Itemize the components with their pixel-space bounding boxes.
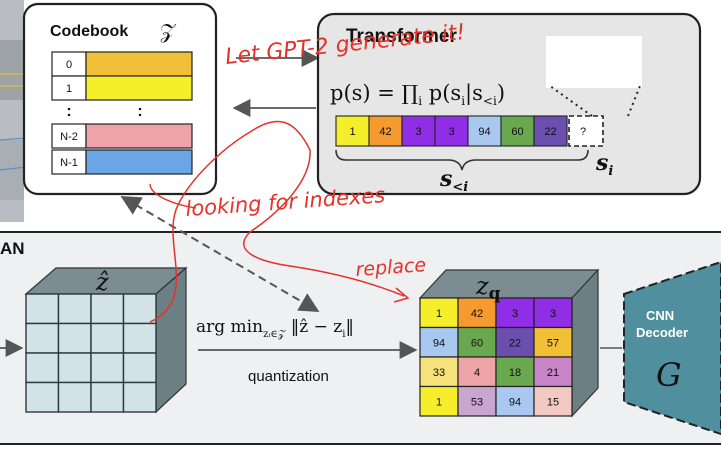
zq-cell xyxy=(419,297,459,329)
red-scribble-arrowhead xyxy=(393,287,410,303)
vqgan-panel: AN ẑ arg minzᵢ∈𝒵 ‖ẑ − zi‖ quantization 1… xyxy=(0,231,721,445)
zhat-cell xyxy=(122,293,157,325)
zhat-label: ẑ xyxy=(95,268,109,296)
codebook-index-label: N-2 xyxy=(60,131,78,143)
zhat-cell xyxy=(122,322,157,354)
transformer-title: Transformer xyxy=(346,26,457,47)
decoder-label-decoder: Decoder xyxy=(636,325,688,340)
zq-cell xyxy=(419,385,459,417)
codebook-vector xyxy=(85,123,193,149)
token-value: 60 xyxy=(511,126,523,138)
zhat-cell xyxy=(25,293,60,325)
zq-cell xyxy=(495,356,535,388)
zq-cell-value: 94 xyxy=(433,338,445,350)
codebook-index-label: 1 xyxy=(66,83,72,95)
zhat-cell xyxy=(25,352,60,384)
cnn-decoder: CNN Decoder G xyxy=(623,260,721,436)
codebook-index-cell xyxy=(51,123,87,149)
zq-cell xyxy=(457,326,497,358)
argmin-formula: arg minzᵢ∈𝒵 ‖ẑ − zi‖ xyxy=(196,317,354,340)
codebook-vector xyxy=(85,149,193,175)
codebook-panel: Codebook 𝒵 01N-2N-1:: xyxy=(22,2,218,196)
codebook-index-label: N-1 xyxy=(60,157,78,169)
transformer-formula: p(s) = ∏i p(si|s<i) xyxy=(330,81,505,108)
zhat-cell xyxy=(90,381,125,413)
zq-cell xyxy=(495,385,535,417)
zq-cell xyxy=(457,385,497,417)
decoder-label-cnn: CNN xyxy=(646,308,674,323)
zq-cell-value: 3 xyxy=(550,308,556,320)
codebook-ellipsis: : xyxy=(137,103,142,120)
codebook-vector xyxy=(85,75,193,101)
zq-cell xyxy=(533,385,573,417)
token-value: 1 xyxy=(349,126,355,138)
zq-cell-value: 53 xyxy=(471,397,483,409)
zhat-cell xyxy=(90,322,125,354)
zq-cell-value: 94 xyxy=(509,397,521,409)
zq-cell-value: 3 xyxy=(512,308,518,320)
zhat-cell xyxy=(57,352,92,384)
zhat-cube: ẑ xyxy=(24,266,188,414)
annotation-replace: replace xyxy=(355,254,427,281)
next-token-cell xyxy=(568,115,604,147)
zq-cell xyxy=(457,297,497,329)
token-cell xyxy=(401,115,436,147)
codebook-vector xyxy=(85,51,193,77)
zq-cell-value: 60 xyxy=(471,338,483,350)
quantization-label: quantization xyxy=(248,368,329,385)
dotted-link-left xyxy=(549,85,593,117)
zq-cell-value: 42 xyxy=(471,308,483,320)
zq-cell-value: 4 xyxy=(474,367,480,379)
token-cell xyxy=(434,115,469,147)
token-cell xyxy=(368,115,403,147)
zq-cell xyxy=(495,326,535,358)
token-value: 42 xyxy=(379,126,391,138)
zq-cell-value: 22 xyxy=(509,338,521,350)
zq-label: zq xyxy=(475,272,501,304)
vqgan-label: AN xyxy=(0,239,25,258)
codebook-ellipsis: : xyxy=(66,103,71,120)
zhat-cell xyxy=(25,322,60,354)
zq-cell-value: 1 xyxy=(436,397,442,409)
zq-cell-value: 15 xyxy=(547,397,559,409)
token-cell xyxy=(533,115,568,147)
zq-cell-value: 1 xyxy=(436,308,442,320)
dashed-lookup-arrow xyxy=(120,195,320,313)
zq-cell-value: 18 xyxy=(509,367,521,379)
token-value: 22 xyxy=(544,126,556,138)
zhat-cell xyxy=(57,322,92,354)
zhat-cell xyxy=(25,381,60,413)
next-token-value: ? xyxy=(580,126,586,138)
token-value: 3 xyxy=(415,126,421,138)
codebook-symbol: 𝒵 xyxy=(160,19,177,43)
decoder-symbol: G xyxy=(656,356,682,394)
zq-cell xyxy=(457,356,497,388)
zq-cell-value: 57 xyxy=(547,338,559,350)
codebook-title: Codebook xyxy=(50,23,128,40)
zhat-cell xyxy=(122,352,157,384)
codebook-index-cell xyxy=(51,75,87,101)
zq-cell-value: 21 xyxy=(547,367,559,379)
token-cell xyxy=(500,115,535,147)
source-image-strip xyxy=(0,0,24,222)
zhat-cell xyxy=(90,293,125,325)
transformer-panel: Transformer p(s) = ∏i p(si|s<i) 1 42 3 3 94 6… xyxy=(316,12,702,196)
token-value: 3 xyxy=(448,126,454,138)
zhat-cell xyxy=(57,381,92,413)
codebook-index-cell xyxy=(51,149,87,175)
zq-cell-value: 33 xyxy=(433,367,445,379)
token-cell xyxy=(467,115,502,147)
zhat-cell xyxy=(90,352,125,384)
zhat-cell xyxy=(122,381,157,413)
annotation-looking: looking for indexes xyxy=(185,183,386,221)
brace-s-less-i xyxy=(335,149,589,171)
codebook-index-label: 0 xyxy=(66,59,72,71)
red-scribble-hook xyxy=(149,183,197,209)
zhat-cell xyxy=(57,293,92,325)
red-scribble-line xyxy=(149,120,405,323)
token-value: 94 xyxy=(478,126,490,138)
